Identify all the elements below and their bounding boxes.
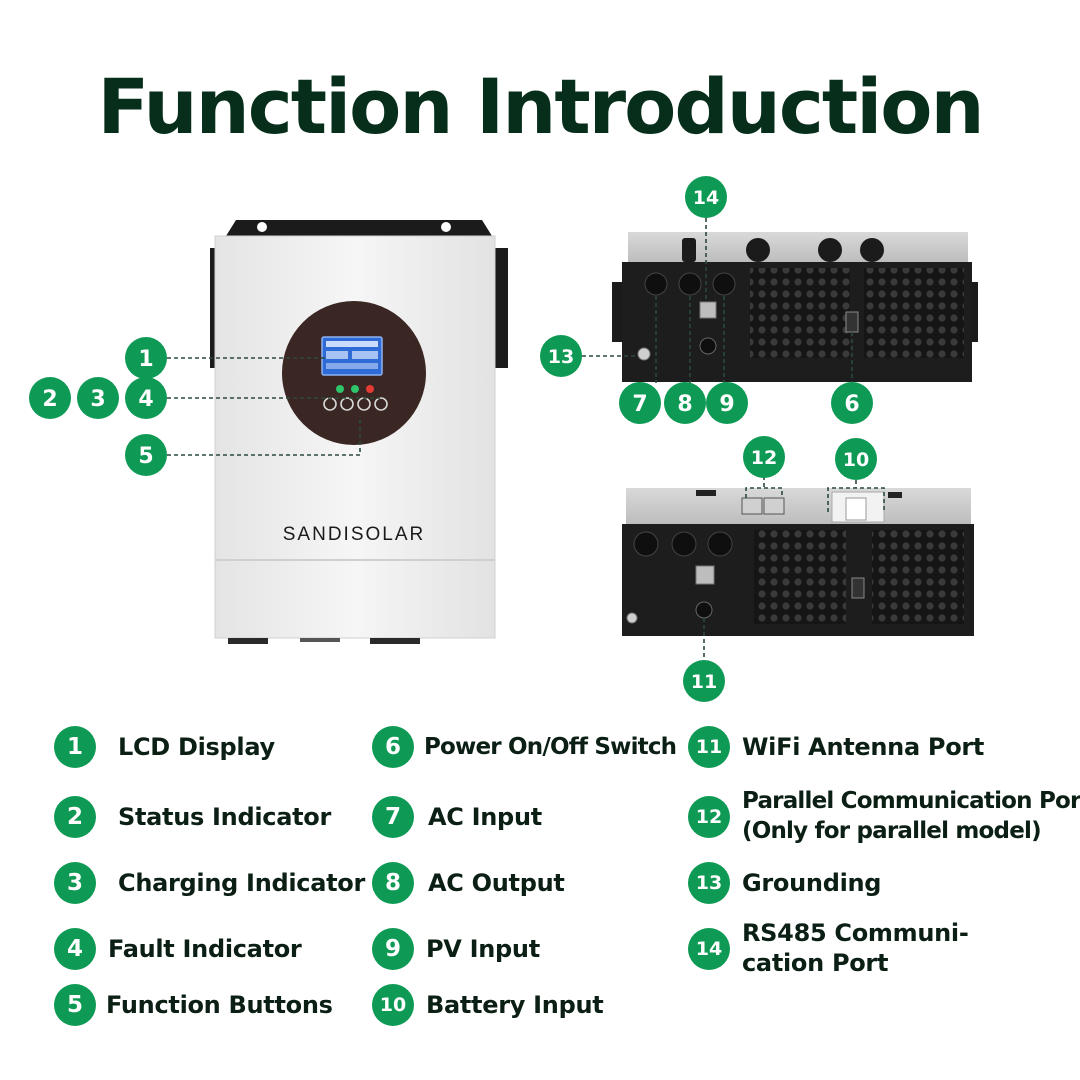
svg-text:5: 5 — [138, 444, 153, 469]
svg-text:4: 4 — [138, 387, 153, 412]
svg-text:6: 6 — [844, 392, 859, 417]
callout-7: 7 — [619, 382, 661, 424]
legend-label: Battery Input — [426, 991, 604, 1019]
legend-label: Status Indicator — [118, 803, 331, 831]
svg-text:2: 2 — [42, 387, 57, 412]
callout-5: 5 — [125, 434, 167, 476]
legend-number: 13 — [688, 862, 730, 904]
legend-label: Function Buttons — [106, 991, 333, 1019]
legend-label: Parallel Communication Port (Only for pa… — [742, 786, 1080, 846]
callout-10: 10 — [835, 438, 877, 480]
legend-number: 2 — [54, 796, 96, 838]
svg-text:11: 11 — [691, 671, 717, 693]
legend-number: 7 — [372, 796, 414, 838]
svg-text:10: 10 — [843, 449, 869, 471]
svg-text:14: 14 — [693, 187, 719, 209]
legend-number: 11 — [688, 726, 730, 768]
status-led — [336, 385, 344, 393]
leader-lines — [167, 218, 885, 660]
page-title: Function Introduction — [97, 62, 984, 151]
legend-label: Grounding — [742, 869, 882, 897]
callout-11: 11 — [683, 660, 725, 702]
callout-13: 13 — [540, 335, 582, 377]
svg-text:1: 1 — [138, 347, 153, 372]
legend-label: AC Input — [428, 803, 542, 831]
callout-6: 6 — [831, 382, 873, 424]
legend-label: Fault Indicator — [108, 935, 302, 963]
legend-label: AC Output — [428, 869, 565, 897]
callout-12: 12 — [743, 436, 785, 478]
legend-label-line: cation Port — [742, 949, 889, 977]
svg-text:8: 8 — [677, 392, 692, 417]
legend-number: 12 — [688, 796, 730, 838]
callout-1: 1 — [125, 337, 167, 379]
callout-14: 14 — [685, 176, 727, 218]
callout-3: 3 — [77, 377, 119, 419]
callout-2: 2 — [29, 377, 71, 419]
brand-logo: SANDISOLAR — [283, 524, 425, 545]
legend-number: 1 — [54, 726, 96, 768]
function-button[interactable] — [340, 397, 354, 411]
callout-8: 8 — [664, 382, 706, 424]
legend-number: 9 — [372, 928, 414, 970]
legend-number: 10 — [372, 984, 414, 1026]
legend-label-line: Parallel Communication Port — [742, 788, 1080, 814]
legend-label: LCD Display — [118, 733, 275, 761]
function-button[interactable] — [374, 397, 388, 411]
legend-label: Charging Indicator — [118, 869, 365, 897]
legend-label: Power On/Off Switch — [424, 734, 677, 760]
fault-led — [366, 385, 374, 393]
inverter-bottom-view — [612, 232, 978, 382]
legend-label: PV Input — [426, 935, 540, 963]
legend-number: 6 — [372, 726, 414, 768]
legend-number: 3 — [54, 862, 96, 904]
legend-number: 5 — [54, 984, 96, 1026]
legend-label: RS485 Communi- cation Port — [742, 918, 969, 978]
legend-number: 4 — [54, 928, 96, 970]
legend-number: 8 — [372, 862, 414, 904]
legend-label: WiFi Antenna Port — [742, 733, 985, 761]
svg-text:9: 9 — [719, 392, 734, 417]
svg-text:13: 13 — [548, 346, 574, 368]
svg-text:12: 12 — [751, 447, 777, 469]
svg-text:3: 3 — [90, 387, 105, 412]
callout-4: 4 — [125, 377, 167, 419]
charging-led — [351, 385, 359, 393]
legend-label-line: RS485 Communi- — [742, 919, 969, 947]
inverter-top-view — [622, 488, 974, 636]
legend-label-line: (Only for parallel model) — [742, 818, 1042, 844]
inverter-front: SANDISOLAR — [210, 220, 508, 644]
callout-9: 9 — [706, 382, 748, 424]
svg-text:7: 7 — [632, 392, 647, 417]
legend-number: 14 — [688, 928, 730, 970]
